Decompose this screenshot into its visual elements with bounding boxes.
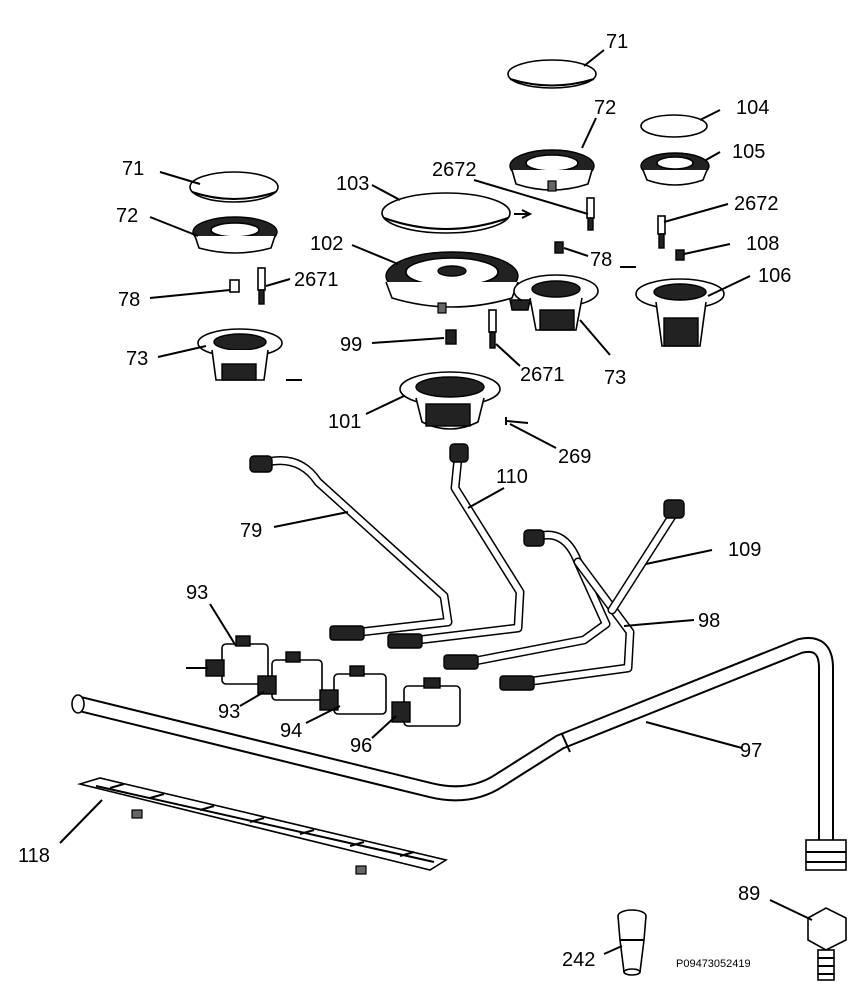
part-cup-106 [635,278,725,347]
label-burner-72-left: 72 [116,205,138,227]
label-electrode-2672-right: 2672 [734,193,779,215]
label-tap-96: 96 [350,735,372,757]
part-burner-72-left [192,216,278,254]
leader-lines [59,49,813,955]
part-cap-71-top [507,59,597,89]
callout-labels: 71 72 104 105 71 2672 103 72 2672 108 78… [18,31,791,971]
part-pipe-110 [387,443,525,649]
label-cap-71-left: 71 [122,158,144,180]
part-pipe-79 [249,455,453,641]
label-screw-78-right: 78 [590,249,612,271]
part-injector-99 [445,329,457,345]
label-cap-104: 104 [736,97,769,119]
part-screw-78-right [554,241,636,268]
label-cap-71-top: 71 [606,31,628,53]
part-manifold-97 [71,637,847,871]
part-burner-102 [385,251,519,314]
part-pipe-109 [607,499,685,615]
label-cup-73-left: 73 [126,348,148,370]
label-burner-102: 102 [310,233,343,255]
label-burner-72-top: 72 [594,97,616,119]
part-electrode-2671-left [257,267,266,305]
part-connector-89 [807,907,847,981]
part-cup-73-left [197,328,302,381]
part-cap-71-left [189,171,279,203]
part-screw-78-left [229,279,240,293]
label-screw-78-left: 78 [118,289,140,311]
label-pipe-109: 109 [728,539,761,561]
label-tap-93-bottom: 93 [218,701,240,723]
part-cap-103 [381,192,533,234]
part-burner-105 [640,152,710,186]
label-bracket-118: 118 [18,845,50,867]
part-electrode-2671-mid [488,309,497,349]
label-electrode-2671-mid: 2671 [520,364,565,386]
label-connector-242: 242 [562,949,595,971]
part-tap-96 [391,677,461,727]
label-tap-93-top: 93 [186,582,208,604]
label-pipe-79: 79 [240,520,262,542]
label-pipe-98: 98 [698,610,720,632]
label-screw-269: 269 [558,446,591,468]
label-cup-106: 106 [758,265,791,287]
label-manifold-97: 97 [740,740,762,762]
part-electrode-2672-left [586,197,595,231]
part-electrode-2672-right [657,215,666,249]
label-electrode-2672-left: 2672 [432,159,477,181]
label-pipe-110: 110 [496,466,528,488]
part-screw-108 [675,249,685,261]
part-pipe-98 [443,529,635,691]
label-electrode-2671-left: 2671 [294,269,339,291]
part-connector-242 [617,909,647,976]
label-cap-103: 103 [336,173,369,195]
part-tap-93-top [186,635,269,685]
label-connector-89: 89 [738,883,760,905]
part-cup-73-right [509,274,599,331]
part-bracket-118 [76,777,449,875]
part-tap-93-bottom [257,651,323,701]
part-burner-72-top [509,149,595,192]
label-burner-105: 105 [732,141,765,163]
label-injector-99: 99 [340,334,362,356]
reference-code: P09473052419 [676,958,751,970]
label-cup-101: 101 [328,411,361,433]
label-cup-73-right: 73 [604,367,626,389]
part-cap-104 [640,114,708,138]
label-tap-94: 94 [280,720,302,742]
part-screw-269 [505,417,529,425]
label-screw-108: 108 [746,233,779,255]
part-cup-101 [399,371,501,430]
part-tap-94 [319,665,387,715]
